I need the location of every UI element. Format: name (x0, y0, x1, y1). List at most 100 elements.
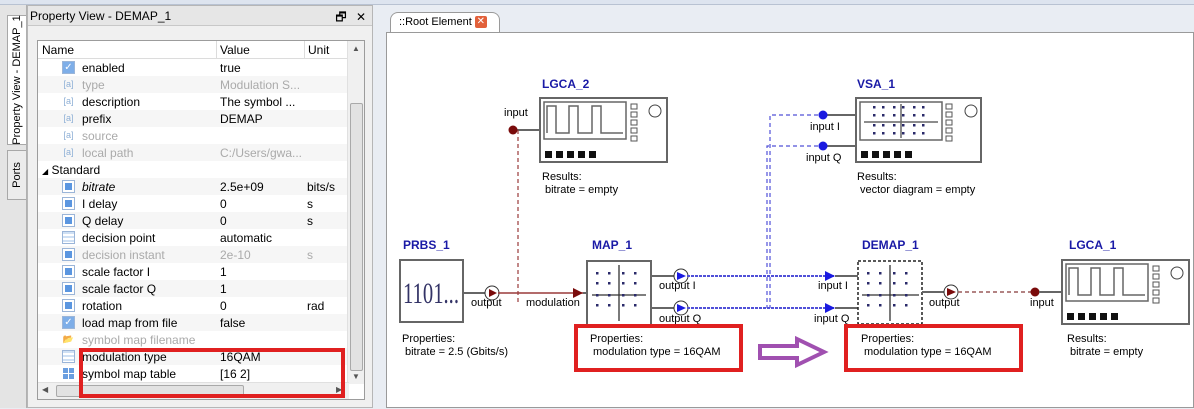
scroll-thumb[interactable] (350, 103, 363, 371)
vsa1-name: VSA_1 (857, 77, 896, 91)
constellation-dot (622, 294, 625, 297)
property-value[interactable]: 1 (220, 265, 227, 279)
group-label[interactable]: ◢ Standard (42, 163, 100, 177)
scroll-down-icon[interactable]: ▼ (352, 372, 360, 381)
constellation-dot (905, 304, 908, 307)
column-unit[interactable]: Unit (308, 43, 330, 57)
property-value[interactable]: true (220, 61, 241, 75)
string-icon: [a] (63, 147, 74, 157)
constellation-dot (879, 294, 882, 297)
close-icon[interactable]: ✕ (355, 10, 366, 24)
constellation-dot (608, 294, 611, 297)
vsa1-port-q-label: input Q (806, 152, 842, 164)
restore-icon[interactable]: 🗗 (335, 10, 347, 24)
constellation-dot (867, 282, 870, 285)
number-icon (62, 265, 75, 278)
property-value[interactable]: 0 (220, 299, 227, 313)
constellation-dot (893, 272, 896, 275)
constellation-dot (867, 304, 870, 307)
prbs1-props-title: Properties: (402, 333, 456, 345)
demap1-port-i-label: input I (818, 280, 848, 292)
map1-name: MAP_1 (592, 238, 633, 252)
scroll-right-icon[interactable]: ▶ (336, 385, 343, 394)
property-value[interactable]: 16QAM (220, 350, 261, 364)
lgca1-input-port[interactable] (1030, 287, 1040, 297)
lgca2-input-port[interactable] (508, 125, 518, 135)
property-value[interactable]: 0 (220, 214, 227, 228)
highlight-box-properties (79, 348, 345, 398)
table-header: Name Value Unit (38, 41, 349, 59)
number-icon (62, 299, 75, 312)
collapse-icon[interactable]: ◢ (42, 167, 49, 176)
map1-block[interactable] (586, 260, 652, 326)
property-row[interactable]: [a]source (38, 127, 349, 144)
property-name: I delay (82, 197, 118, 211)
lgca2-block[interactable] (539, 97, 668, 163)
property-unit: rad (307, 299, 325, 313)
vsa1-block[interactable] (855, 97, 982, 163)
tab-root-element[interactable]: ::Root Element✕ (390, 12, 500, 32)
property-value[interactable]: 2.5e+09 (220, 180, 264, 194)
property-value[interactable]: The symbol ... (220, 95, 296, 109)
property-name: rotation (82, 299, 123, 313)
list-icon (62, 231, 75, 244)
prbs1-props: bitrate = 2.5 (Gbits/s) (405, 346, 509, 358)
property-value[interactable]: C:/Users/gwa... (220, 146, 303, 160)
tab-ports[interactable]: Ports (7, 150, 26, 200)
column-name[interactable]: Name (42, 43, 75, 57)
lgca1-results-title: Results: (1067, 333, 1107, 345)
property-value[interactable]: [16 2] (220, 367, 251, 381)
constellation-dot (922, 106, 925, 109)
constellation-dot (608, 304, 611, 307)
property-row[interactable]: scale factor I 1 (38, 263, 349, 280)
constellation-dot (596, 304, 599, 307)
map1-port-in-label: modulation (526, 297, 580, 309)
property-name: scale factor I (82, 265, 151, 279)
property-row[interactable]: symbol map table[16 2] (38, 365, 349, 382)
property-value[interactable]: Modulation S... (220, 78, 301, 92)
constellation-dot (893, 132, 896, 135)
scroll-up-icon[interactable]: ▲ (352, 44, 360, 53)
property-value[interactable]: DEMAP (220, 112, 263, 126)
diagram-canvas[interactable]: 1101... (386, 32, 1194, 408)
constellation-dot (922, 132, 925, 135)
prbs1-block[interactable]: 1101... (399, 259, 464, 323)
property-name: scale factor Q (82, 282, 157, 296)
lgca1-block[interactable] (1061, 259, 1190, 325)
property-value[interactable]: 0 (220, 197, 227, 211)
property-value[interactable]: 1 (220, 282, 227, 296)
tab-label: ::Root Element (399, 16, 472, 28)
vsa1-input-q-port[interactable] (818, 141, 828, 151)
vsa1-input-i-port[interactable] (818, 110, 828, 120)
constellation-dot (893, 124, 896, 127)
property-row[interactable]: scale factor Q 1 (38, 280, 349, 297)
lgca1-results: bitrate = empty (1070, 346, 1144, 358)
constellation-dot (882, 106, 885, 109)
column-value[interactable]: Value (220, 43, 250, 57)
property-name: decision instant (82, 248, 165, 262)
property-value[interactable]: false (220, 316, 246, 330)
vertical-scrollbar[interactable]: ▲ ▼ (347, 41, 364, 384)
property-row[interactable]: ◢ Standard (38, 161, 349, 178)
property-value[interactable]: 2e-10 (220, 248, 251, 262)
property-value[interactable]: automatic (220, 231, 273, 245)
demap1-block[interactable] (857, 260, 923, 325)
scroll-left-icon[interactable]: ◀ (42, 385, 49, 394)
property-row[interactable]: 📂symbol map filename (38, 331, 349, 348)
property-row[interactable]: rotation 0 rad (38, 297, 349, 314)
constellation-dot (608, 272, 611, 275)
close-tab-icon[interactable]: ✕ (474, 16, 487, 29)
tab-property-view[interactable]: Property View - DEMAP_1 (7, 15, 26, 145)
